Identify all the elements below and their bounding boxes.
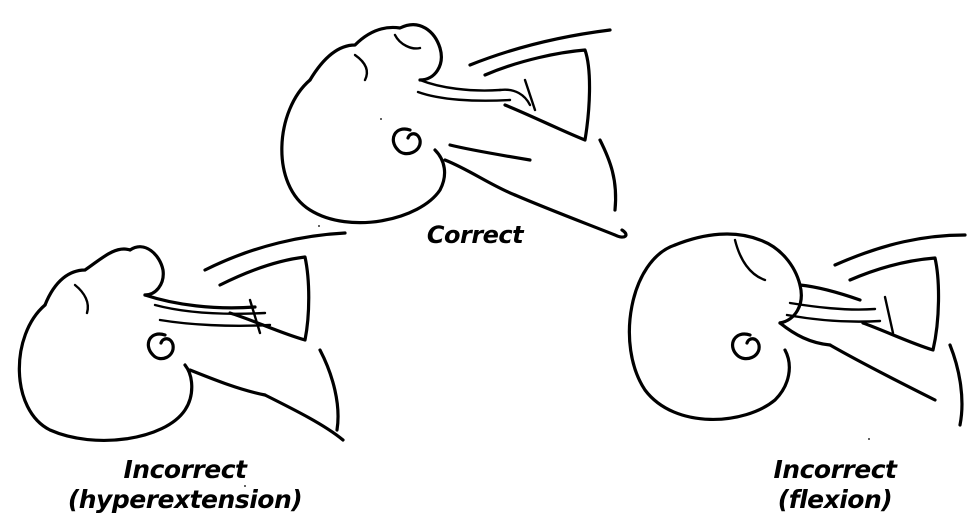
label-incorrect-flexion: Incorrect (flexion) <box>730 455 940 514</box>
infant-head-correct-position <box>270 10 650 245</box>
label-correct-text: Correct <box>410 221 540 249</box>
scan-speck <box>318 225 320 227</box>
label-flexion-title: Incorrect <box>730 455 940 485</box>
infant-head-flexion-position <box>615 225 969 455</box>
label-correct: Correct <box>410 221 540 249</box>
label-hyperextension-title: Incorrect <box>20 455 350 485</box>
scan-speck <box>244 485 246 487</box>
infant-head-hyperextension-position <box>5 225 355 455</box>
label-flexion-detail: (flexion) <box>730 485 940 515</box>
label-hyperextension-detail: (hyperextension) <box>20 485 350 515</box>
scan-speck <box>868 438 870 440</box>
label-incorrect-hyperextension: Incorrect (hyperextension) <box>20 455 350 514</box>
scan-speck <box>380 118 382 120</box>
